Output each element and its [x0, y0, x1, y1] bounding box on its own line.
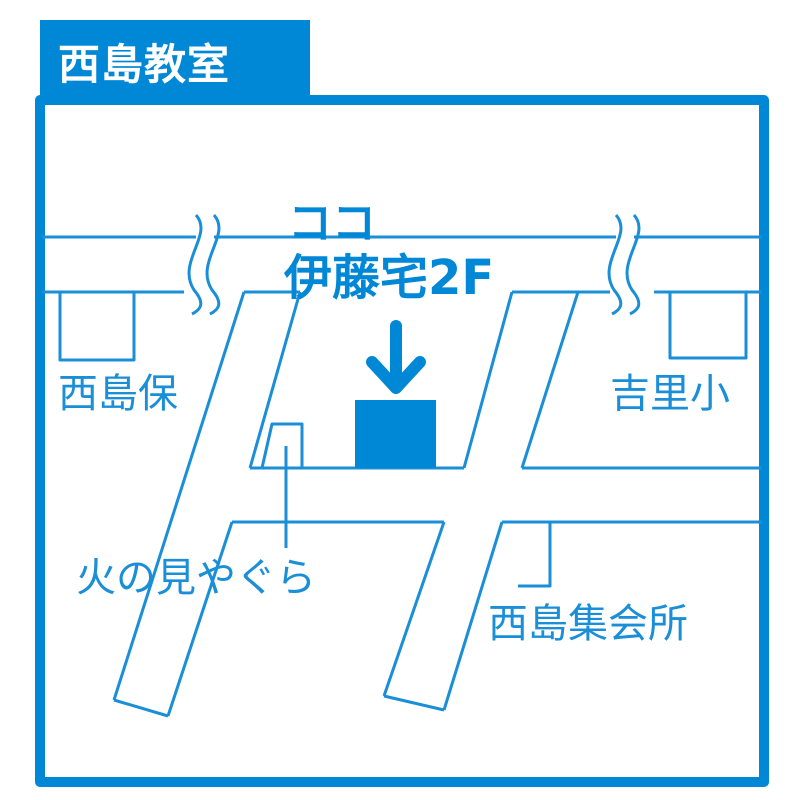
watchtower-label: 火の見やぐら: [76, 555, 316, 601]
destination-label-line1: ココ: [288, 198, 376, 249]
page-title: 西島教室: [40, 20, 310, 105]
hall-label: 西島集会所: [488, 601, 688, 647]
road-break-right: [625, 213, 641, 316]
road-break-right: [607, 213, 623, 316]
arrow-icon: [366, 320, 426, 394]
destination-label-line2: 伊藤宅2F: [284, 250, 495, 306]
school-building: [668, 290, 748, 360]
map-frame: [35, 95, 769, 787]
middle-roads: [112, 291, 762, 718]
nursery-label: 西島保: [58, 371, 178, 417]
road-break-left: [187, 213, 203, 316]
road-break-left: [205, 213, 221, 316]
school-label: 吉里小: [610, 371, 730, 417]
nursery-building: [58, 290, 136, 362]
hall-building: [518, 522, 552, 588]
watchtower-marker: [260, 422, 304, 470]
destination-building: [355, 400, 436, 468]
